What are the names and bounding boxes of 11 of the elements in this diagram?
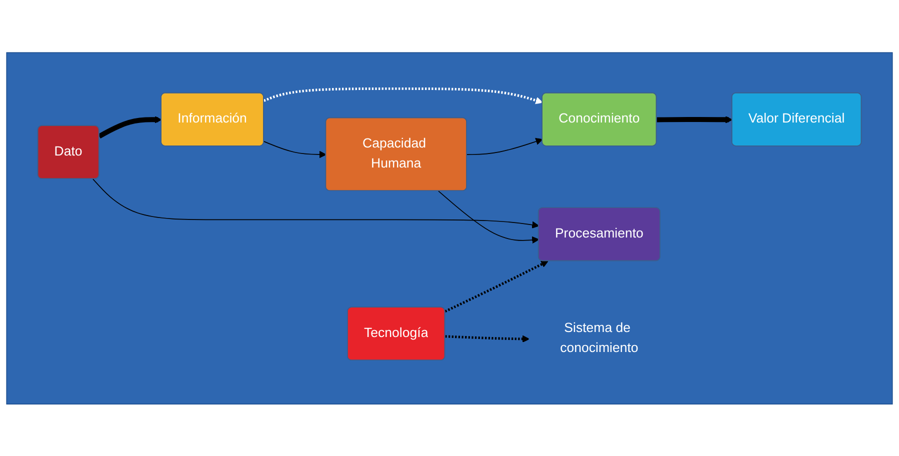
arrow (264, 140, 326, 158)
arrow (438, 190, 540, 244)
arrow (92, 178, 540, 228)
node-text: Sistema de conocimiento (560, 320, 638, 355)
arrow (98, 116, 162, 138)
arrow (444, 260, 548, 312)
arrow (445, 334, 530, 342)
arrow (263, 87, 543, 104)
cluster (6, 52, 893, 404)
arrow (656, 116, 733, 123)
arrow (466, 138, 543, 155)
